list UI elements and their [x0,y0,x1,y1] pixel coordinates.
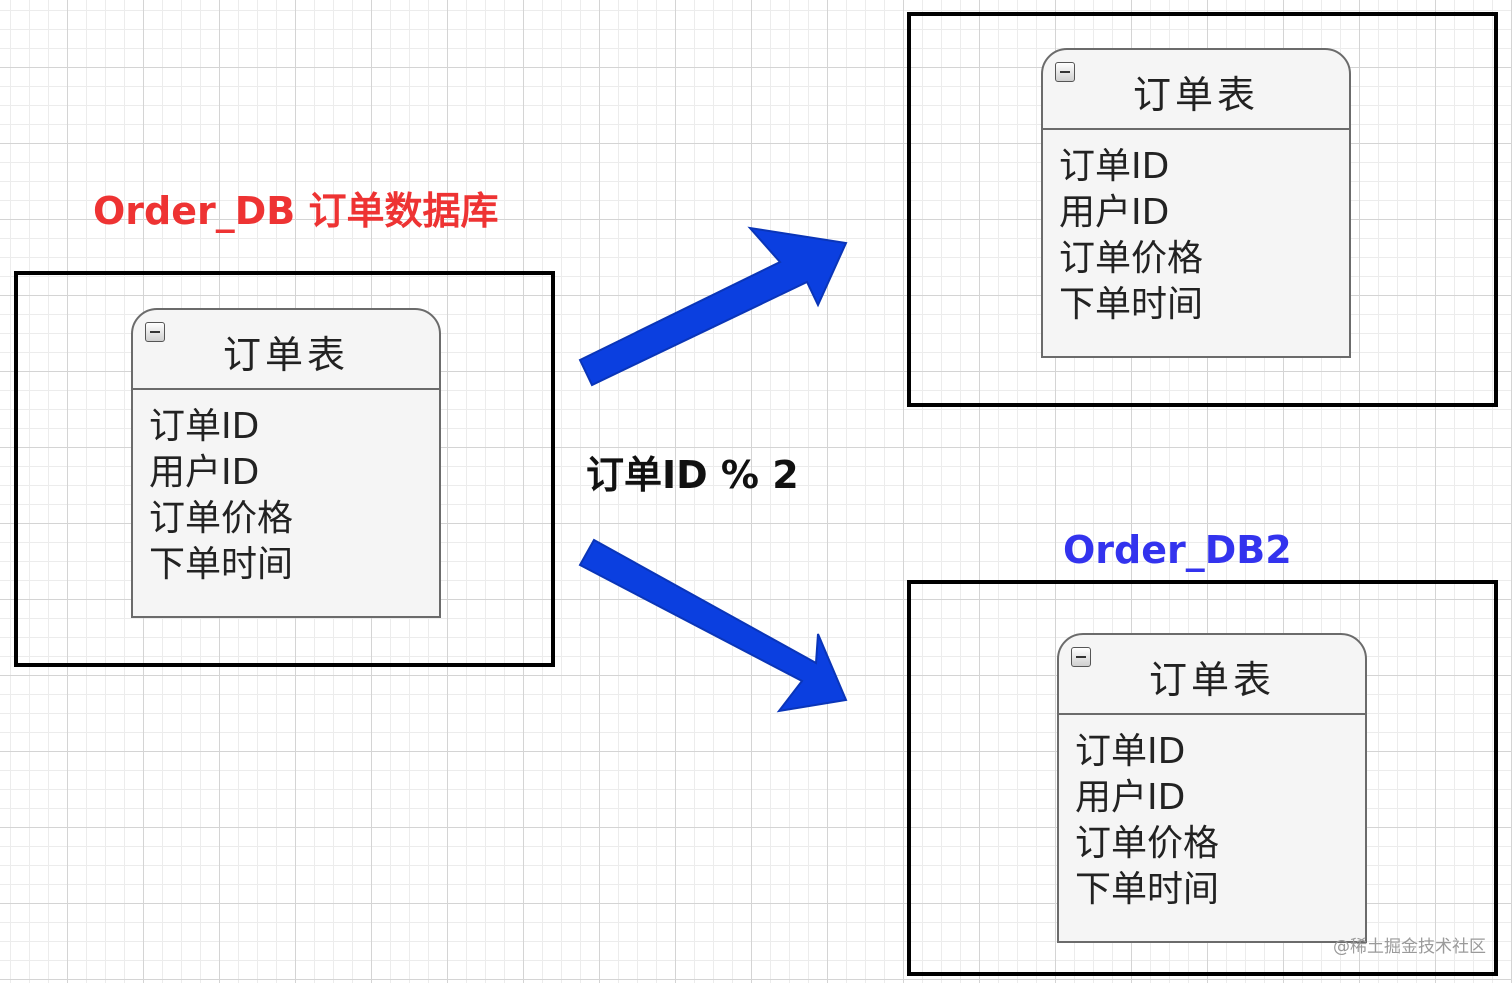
source-order-table[interactable]: 订单表 订单ID 用户ID 订单价格 下单时间 [131,308,441,618]
watermark: @稀土掘金技术社区 [1333,937,1486,957]
target-db2-box [907,580,1498,976]
collapse-icon[interactable] [1055,62,1075,82]
arrow-up-right [578,226,848,387]
table-fields: 订单ID 用户ID 订单价格 下单时间 [1043,130,1349,328]
field-order-time: 下单时间 [1059,284,1204,325]
source-db-box [14,271,555,667]
table-header: 订单表 [1059,635,1365,715]
field-order-time: 下单时间 [149,544,294,585]
table-fields: 订单ID 用户ID 订单价格 下单时间 [133,390,439,588]
field-user-id: 用户ID [1059,192,1170,233]
table-fields: 订单ID 用户ID 订单价格 下单时间 [1059,715,1365,913]
table-header: 订单表 [133,310,439,390]
field-order-id: 订单ID [1075,731,1186,772]
table-header: 订单表 [1043,50,1349,130]
table-title: 订单表 [1132,73,1259,117]
field-order-id: 订单ID [1059,146,1170,187]
target1-order-table[interactable]: 订单表 订单ID 用户ID 订单价格 下单时间 [1041,48,1351,358]
field-user-id: 用户ID [1075,777,1186,818]
field-order-price: 订单价格 [149,498,294,539]
source-db-label: Order_DB 订单数据库 [93,189,499,233]
field-user-id: 用户ID [149,452,260,493]
field-order-id: 订单ID [149,406,260,447]
arrow-down-right [578,538,848,713]
target-db1-box [907,12,1498,407]
table-title: 订单表 [222,333,349,377]
collapse-icon[interactable] [145,322,165,342]
field-order-price: 订单价格 [1075,823,1220,864]
field-order-time: 下单时间 [1075,869,1220,910]
table-title: 订单表 [1148,658,1275,702]
collapse-icon[interactable] [1071,647,1091,667]
target2-order-table[interactable]: 订单表 订单ID 用户ID 订单价格 下单时间 [1057,633,1367,943]
field-order-price: 订单价格 [1059,238,1204,279]
target-db2-label: Order_DB2 [1063,528,1292,572]
shard-rule-label: 订单ID % 2 [586,453,799,497]
